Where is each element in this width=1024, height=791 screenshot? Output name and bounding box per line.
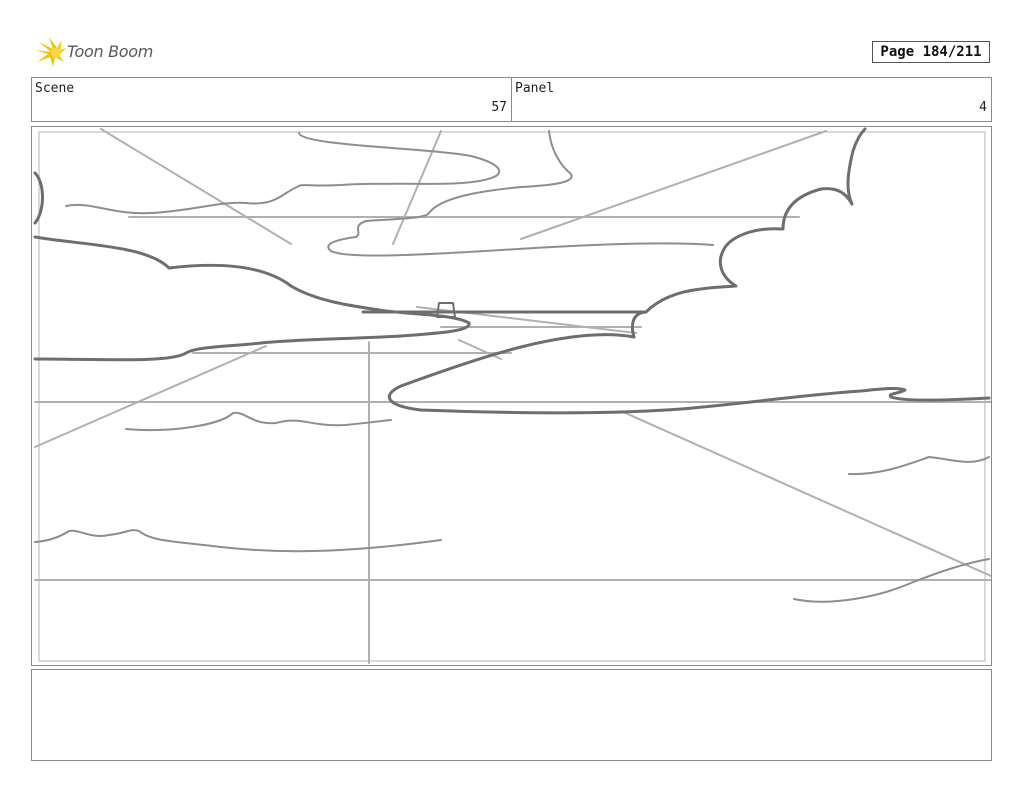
panel-sketch bbox=[33, 127, 991, 664]
starburst-logo-icon bbox=[35, 37, 66, 67]
page-number: Page 184/211 bbox=[872, 41, 990, 63]
scene-box: Scene 57 bbox=[31, 77, 512, 122]
logo-text: Toon Boom bbox=[67, 42, 154, 61]
scene-label: Scene bbox=[35, 81, 75, 96]
notes-area bbox=[31, 669, 992, 761]
toon-boom-logo: Toon Boom bbox=[33, 36, 163, 70]
storyboard-panel bbox=[31, 126, 992, 666]
panel-number: 4 bbox=[979, 100, 987, 115]
panel-label: Panel bbox=[515, 81, 555, 96]
panel-box: Panel 4 bbox=[511, 77, 992, 122]
scene-number: 57 bbox=[491, 100, 507, 115]
